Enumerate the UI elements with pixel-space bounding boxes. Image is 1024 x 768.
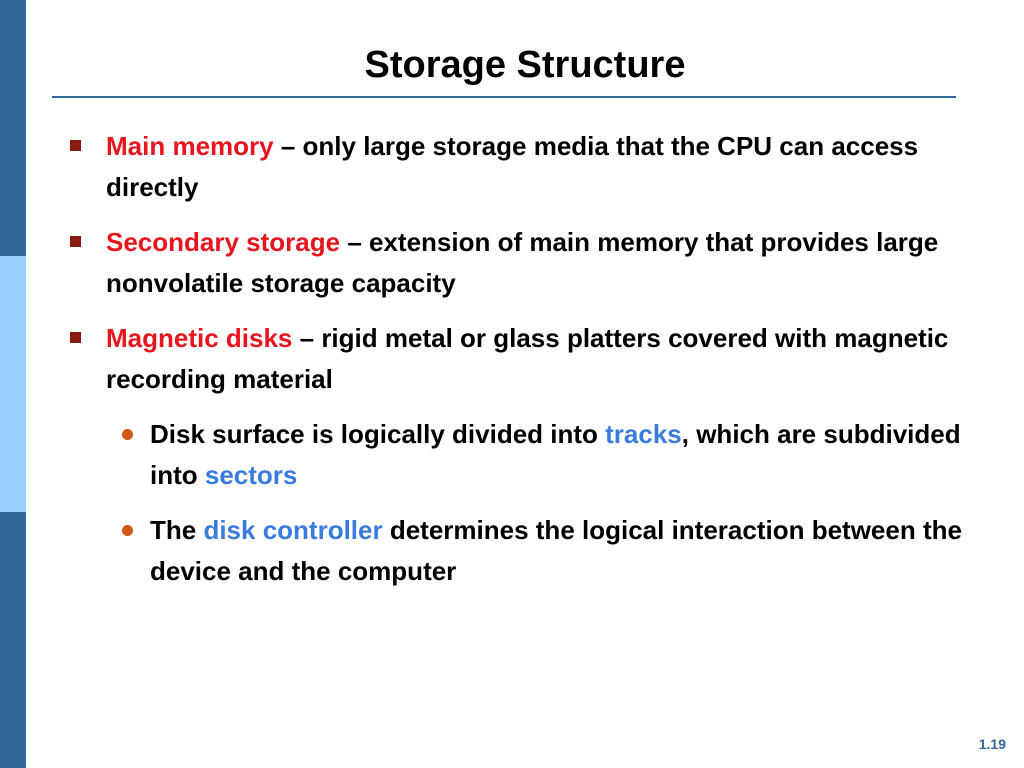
bullet-text: – extension of main memory that provides…	[106, 227, 939, 298]
sub-bullet-disk-controller: The disk controller determines the logic…	[68, 510, 968, 592]
sub-bullet-text: determines the logical interaction betwe…	[150, 515, 962, 586]
square-bullet-icon	[70, 236, 81, 247]
term-main-memory: Main memory	[106, 131, 274, 161]
term-magnetic-disks: Magnetic disks	[106, 323, 293, 353]
title-divider	[52, 96, 956, 98]
term-secondary-storage: Secondary storage	[106, 227, 341, 257]
bullet-text: – only large storage media that the CPU …	[106, 131, 919, 202]
sub-bullet-text: The	[150, 515, 204, 545]
term-disk-controller: disk controller	[203, 515, 383, 545]
bullet-main-memory: Main memory – only large storage media t…	[68, 126, 968, 208]
bullet-secondary-storage: Secondary storage – extension of main me…	[68, 222, 968, 304]
round-bullet-icon	[122, 429, 133, 440]
sub-bullet-text: , which are subdivided into	[150, 419, 961, 490]
sidebar-band-bottom	[0, 512, 26, 768]
bullet-text: – rigid metal or glass platters covered …	[106, 323, 949, 394]
round-bullet-icon	[122, 525, 133, 536]
square-bullet-icon	[70, 332, 81, 343]
sidebar-band-middle	[0, 256, 26, 512]
bullet-magnetic-disks: Magnetic disks – rigid metal or glass pl…	[68, 318, 968, 400]
term-sectors: sectors	[204, 460, 298, 490]
slide-number: 1.19	[978, 736, 1006, 752]
bullet-list: Main memory – only large storage media t…	[68, 126, 968, 606]
square-bullet-icon	[70, 140, 81, 151]
slide-title: Storage Structure	[364, 44, 686, 86]
term-tracks: tracks	[605, 419, 682, 449]
sub-bullet-text: Disk surface is logically divided into	[150, 419, 606, 449]
sidebar-band-top	[0, 0, 26, 256]
sub-bullet-tracks-sectors: Disk surface is logically divided into t…	[68, 414, 968, 496]
